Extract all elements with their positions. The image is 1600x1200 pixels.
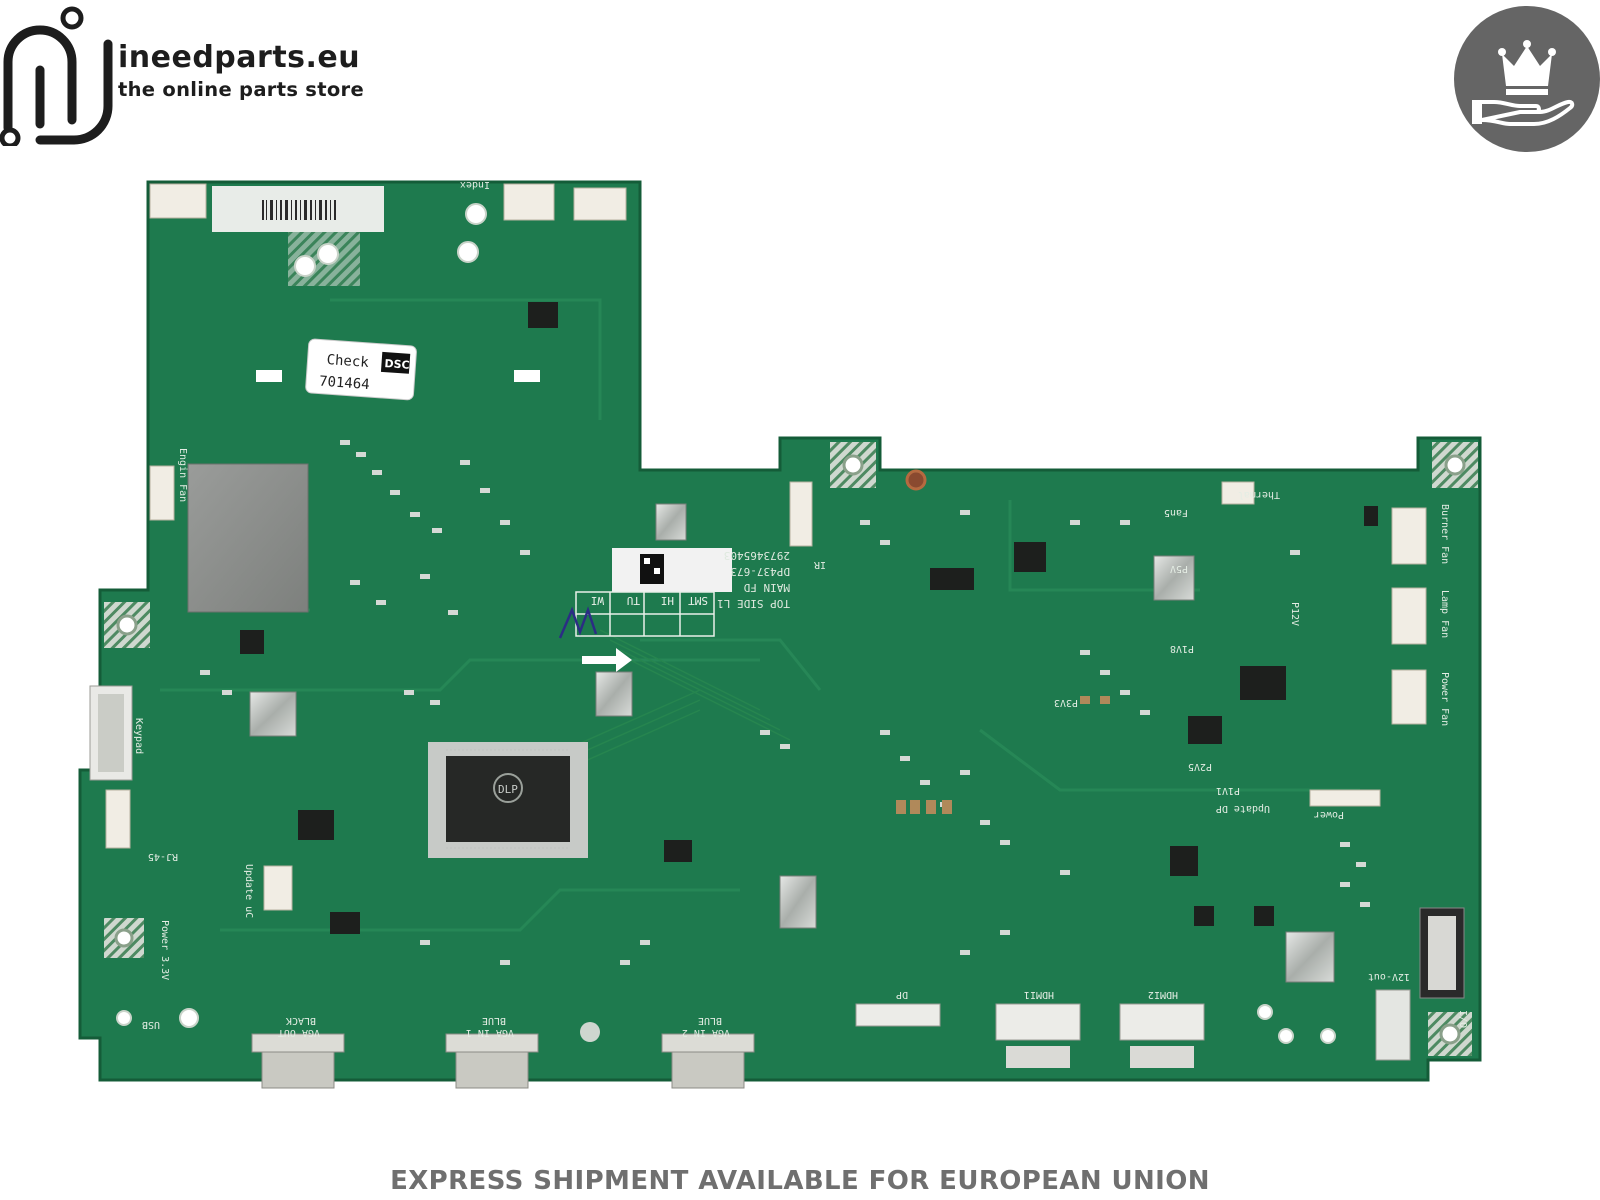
silk-index: Index	[460, 179, 490, 190]
silk-power-fan: Power Fan	[1439, 672, 1450, 726]
silk-black: BLACK	[286, 1015, 316, 1026]
silk-ir: IR	[813, 559, 826, 570]
silk-thermal: Thermal	[1238, 489, 1280, 500]
smt-cell-2: HI	[661, 594, 674, 607]
silk-p1v1: P1V1	[1216, 785, 1240, 796]
brand-logo: ineedparts.eu the online parts store	[0, 0, 380, 150]
silk-burner-fan: Burner Fan	[1439, 504, 1450, 564]
silk-hdmi1: HDMI1	[1024, 989, 1054, 1000]
vga-in-2-connector	[661, 1033, 755, 1089]
ineedparts-logo-icon	[0, 6, 113, 146]
silk-rj45: RJ-45	[148, 851, 178, 862]
silk-lamp-fan: Lamp Fan	[1439, 590, 1450, 638]
silk-blue-2: BLUE	[698, 1015, 722, 1026]
pcb-substrate	[78, 180, 1482, 1082]
silk-p1v8: P1V8	[1170, 643, 1194, 654]
silk-12v-out: 12V-out	[1368, 971, 1410, 982]
dlp-silkscreen: DLP	[498, 783, 518, 796]
silk-p12v: P12V	[1289, 602, 1300, 626]
silk-update-uc: Update uC	[243, 864, 254, 918]
silk-engine-fan: Engin Fan	[177, 448, 188, 502]
premium-badge	[1454, 6, 1600, 152]
dlp-processor-chip: DLP	[428, 742, 588, 858]
silk-dp: DP	[896, 989, 908, 1000]
silk-power: Power	[1314, 809, 1344, 820]
crown-in-hand-icon	[1472, 40, 1575, 126]
smt-cell-3: TU	[627, 594, 640, 607]
silk-fan5: Fan5	[1164, 507, 1188, 518]
shipping-banner: EXPRESS SHIPMENT AVAILABLE FOR EUROPEAN …	[390, 1166, 1210, 1196]
brand-tagline: the online parts store	[118, 78, 364, 101]
qc-check-sticker: Check 701464 DSC	[305, 338, 417, 401]
silk-p3v3: P3V3	[1054, 697, 1078, 708]
silk-io: I/O	[1457, 1010, 1468, 1028]
silk-blue-1: BLUE	[482, 1015, 506, 1026]
silk-vga-out: VGA OUT	[278, 1027, 320, 1038]
silk-hdmi2: HDMI2	[1148, 989, 1178, 1000]
brand-name: ineedparts.eu	[118, 40, 361, 75]
sticker-tag: DSC	[384, 357, 410, 372]
silk-top-side: TOP SIDE L1	[717, 597, 790, 610]
silk-main-fd: MAIN FD	[744, 581, 790, 594]
sticker-number: 701464	[319, 374, 371, 393]
smt-cell-1b: SMT	[688, 594, 708, 607]
smt-cell-4: WI	[591, 594, 604, 607]
silk-vga-in-2: VGA IN 2	[682, 1027, 730, 1038]
silk-update-dp: Update DP	[1216, 803, 1270, 814]
vga-out-connector	[251, 1033, 345, 1089]
smt-table	[575, 591, 715, 637]
silk-vga-in-1: VGA IN 1	[466, 1027, 514, 1038]
silk-usb: USB	[142, 1019, 160, 1030]
silk-part-number: DP437-673	[730, 565, 790, 578]
silk-p5v: P5V	[1170, 563, 1188, 574]
projector-main-board-photo: Check 701464 DSC DLP TOP SIDE L1 MAIN FD…	[78, 179, 1482, 1089]
silk-power-3v3: Power 3.3V	[159, 920, 170, 980]
silk-keypad: Keypad	[133, 718, 144, 754]
sticker-check-label: Check	[326, 352, 370, 371]
vga-in-1-connector	[445, 1033, 539, 1089]
silk-serial: 2973465403	[724, 549, 790, 562]
silk-p2v5: P2V5	[1188, 761, 1212, 772]
